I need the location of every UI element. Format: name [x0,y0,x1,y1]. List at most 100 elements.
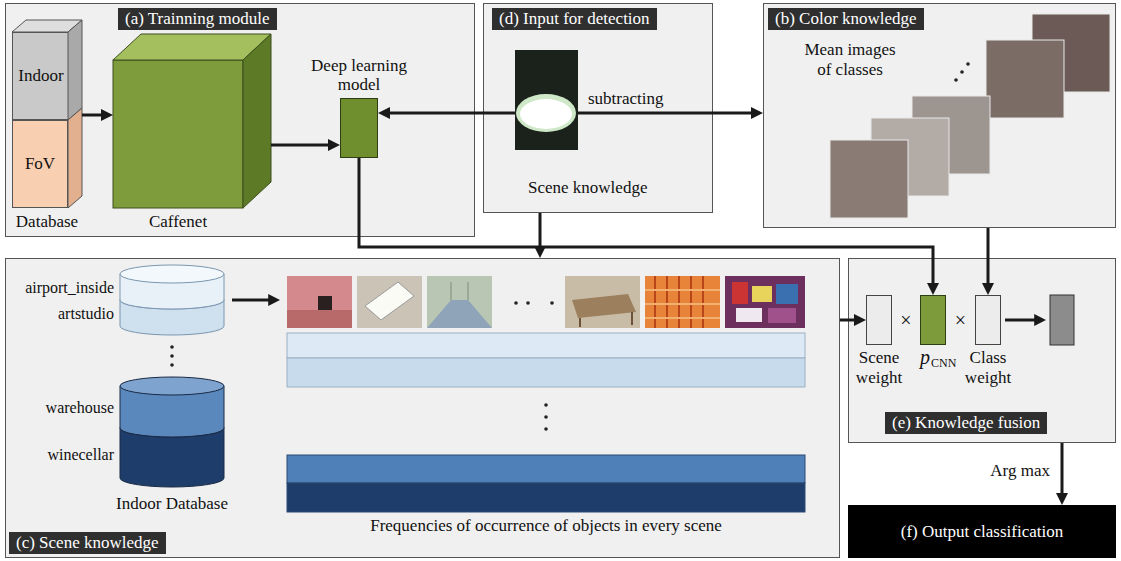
scene-photo [427,276,492,328]
scene-photo [287,276,805,328]
ellipsis-dots [514,301,518,305]
input-image [515,50,578,150]
edge-label: Arg max [988,461,1052,481]
caffenet-cube [243,34,271,208]
frequency-band [287,455,805,483]
ellipsis-dots [954,78,958,82]
output-vector [1050,295,1074,345]
ellipsis-dots [544,415,548,419]
text-slot: Scene weight [849,348,909,387]
text-slot: CNN [931,357,956,371]
multiply-sign: × [955,309,966,332]
scene-photo [365,282,414,320]
text-slot: Mean images of classes [798,40,902,79]
scene-photo [451,282,452,300]
scene-photo [725,276,805,328]
text-slot: subtracting [588,89,664,109]
scene-photo [287,310,352,328]
frequency-band [287,333,805,358]
scene-photo [678,276,680,328]
text-slot: Arg max [988,461,1052,481]
flow-arrow [840,319,859,322]
text-slot: Database [16,212,78,232]
scene-photo [427,300,492,328]
module-panel: (b) Color knowledge [763,3,1116,228]
mean-image-stack [830,14,1110,218]
ellipsis-dots [544,427,548,431]
text-slot: warehouse [46,399,114,417]
text-slot: Caffenet [149,212,207,232]
flow-arrow [271,144,333,147]
ellipsis-dots [170,363,174,367]
text-slot: airport_inside [25,279,114,297]
scene-photo [318,296,332,310]
input-image [520,99,572,129]
caffenet-cube [113,60,243,208]
band-caption: Frequencies of occurrence of objects in … [370,516,722,536]
scene-photo [287,276,352,328]
flow-arrow [385,112,483,115]
vector-symbol: p [920,346,930,369]
scene-photo [732,282,748,304]
weight-vector: Scene weight [866,295,892,345]
text-slot: × [900,309,911,332]
scene-photo [690,276,692,328]
arrow-stub [578,112,713,115]
panel-heading: (a) Trainning module [118,8,277,30]
scene-photo [631,312,633,325]
multiply-sign: × [900,309,911,332]
scene-class: winecellar [47,446,114,464]
panel-heading: (c) Scene knowledge [9,532,166,554]
dataset-name: FoV [25,154,55,174]
mean-image-stack [1032,14,1110,92]
database-cylinder [120,386,224,437]
knowledge-label: Mean images of classes [798,40,902,79]
arrow-stub [483,112,515,115]
scene-photo [645,289,720,291]
scene-photo [776,284,798,304]
scene-photo [357,276,422,328]
knowledge-label: Scene knowledge [528,178,647,198]
database-label: Indoor Database [116,494,228,514]
ellipsis-dots [170,354,174,358]
text-slot: Deep learning model [297,56,421,95]
database-cylinder [120,428,224,487]
scene-photo [752,286,772,302]
database-cylinder [120,300,224,335]
text-slot: (e) Knowledge fusion [885,412,1047,434]
database-cylinder [120,265,224,487]
scene-class: airport_inside [25,279,114,297]
database-3d-faces [12,20,82,32]
flow-arrow [713,112,756,115]
database-stack: IndoorFoVDatabase [12,20,82,208]
caffenet-cube [113,34,271,208]
dataset-block: Indoor [12,32,70,120]
arrow-stub [483,113,713,114]
ellipsis-dots [966,62,970,66]
database-cylinder [120,419,224,437]
scene-photo [468,282,469,300]
frequency-band [287,483,805,512]
weight-vector: Class weight [975,295,1001,345]
flow-arrow [1061,443,1064,498]
scene-photo [645,276,720,328]
ellipsis-dots [960,70,964,74]
database-3d-faces [68,20,82,120]
model-box: Deep learning model [340,98,378,158]
network-name: Caffenet [149,212,207,232]
input-image [515,50,578,150]
ellipsis-dots [544,403,548,407]
model-label: Deep learning model [297,56,421,95]
vector-label: Scene weight [849,348,909,387]
panel-heading: (e) Knowledge fusion [885,412,1047,434]
text-slot: Indoor [18,66,63,86]
scene-class: artstudio [58,305,114,323]
text-slot: p [920,346,930,369]
scene-class: warehouse [46,399,114,417]
mean-image-stack [986,40,1064,118]
flow-arrow [359,158,933,288]
mean-image-stack [830,140,908,218]
layout-arrow [232,299,273,302]
output-title: (f) Output classification [901,522,1063,542]
